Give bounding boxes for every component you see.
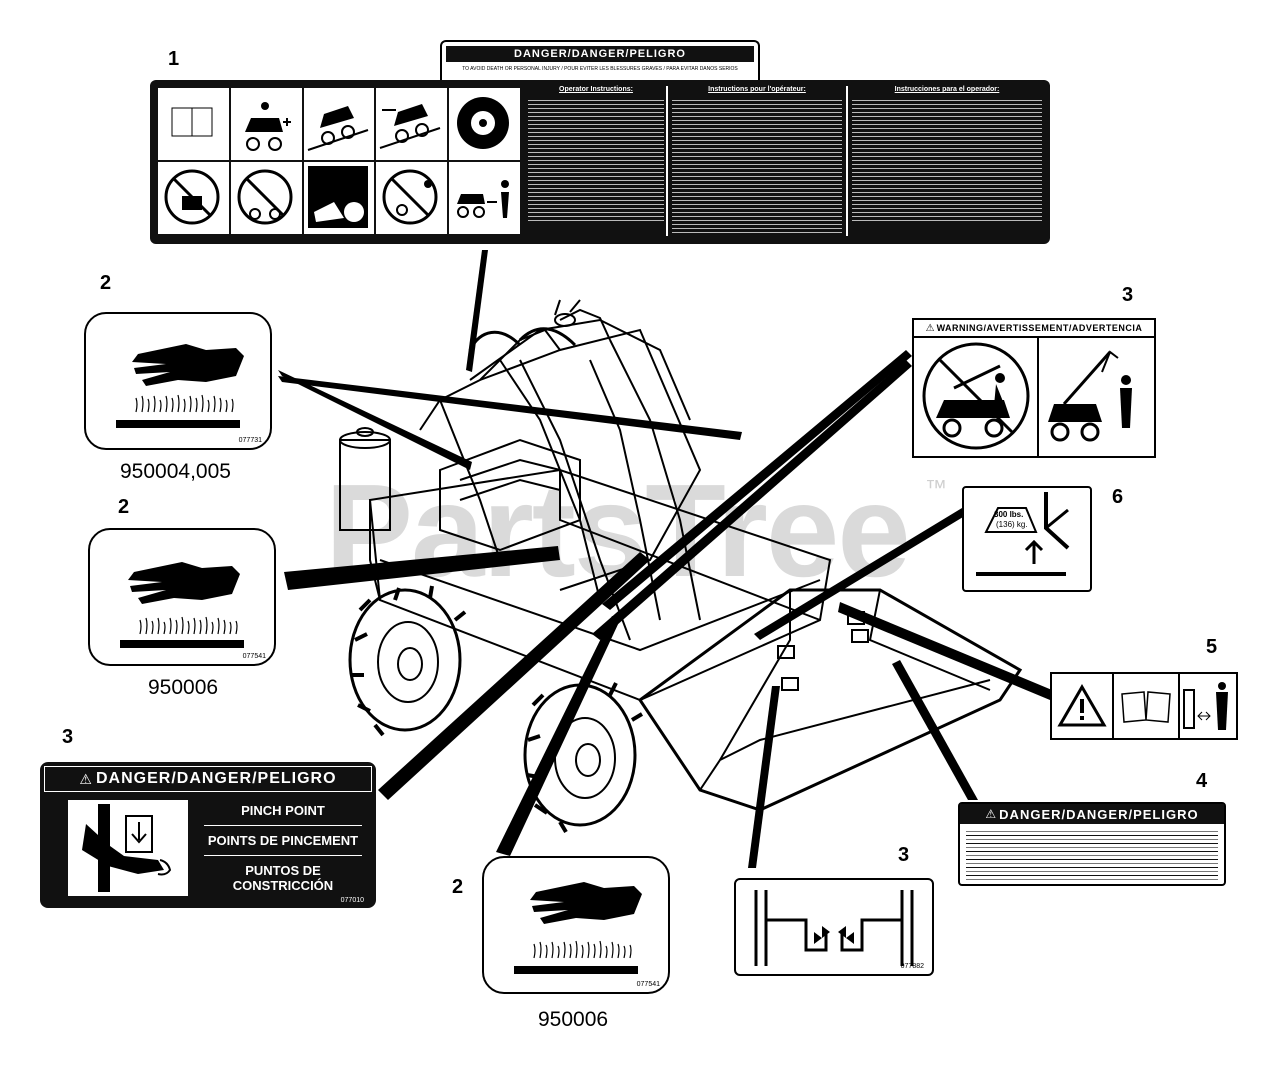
operator-on-machine-icon [230, 88, 302, 160]
decal-4-header: ⚠ DANGER/DANGER/PELIGRO [960, 804, 1224, 824]
hand-icon [116, 344, 244, 428]
decal-1-operator-instructions: Operator Instructions: Instructions pour… [150, 80, 1050, 244]
decal-3-line-1: PINCH POINT [241, 803, 325, 819]
decal-1-column-fr: Instructions pour l'opérateur: [672, 86, 842, 236]
decal-3-header-text: DANGER/DANGER/PELIGRO [95, 770, 337, 787]
decal-1-column-es-body [852, 97, 1042, 223]
no-bucket-riding-icon [230, 162, 302, 234]
decal-1-header-tab: DANGER/DANGER/PELIGRO TO AVOID DEATH OR … [440, 40, 760, 82]
decal-1-column-en-body [528, 97, 664, 223]
pinch-hand-icon [82, 804, 172, 892]
no-riders-icon [158, 162, 229, 234]
decal-3-line-2: POINTS DE PINCEMENT [207, 832, 359, 848]
callout-2-top: 2 [100, 272, 112, 294]
decal-3-warning-header: ⚠ WARNING/AVERTISSEMENT/ADVERTENCIA [914, 320, 1154, 338]
crush-zone-icon [754, 890, 914, 966]
decal-4-body [966, 828, 1218, 880]
safe-distance-icon [1183, 682, 1228, 730]
decal-1-column-es: Instrucciones para el operador: [852, 86, 1042, 236]
safe-distance-icon [449, 162, 520, 234]
wheel-icon [449, 88, 520, 160]
decal-3-header: ⚠ DANGER/DANGER/PELIGRO [44, 766, 372, 792]
hand-icon [120, 562, 244, 648]
slope-direction-icon [376, 88, 448, 160]
decal-2-hot-surface-bottom: 077541 [482, 856, 670, 994]
callout-2-mid: 2 [118, 496, 130, 518]
manual-icon [1121, 691, 1171, 723]
watermark-tm: ™ [925, 475, 947, 500]
manual-icon [158, 88, 229, 160]
decal-1-divider-2 [846, 86, 848, 236]
decal-5-triangle-cell [1052, 674, 1114, 738]
warning-triangle-icon [1057, 684, 1107, 727]
decal-5-warning [1050, 672, 1238, 740]
decal-1-column-fr-body [672, 97, 842, 235]
hand-icon [514, 882, 642, 974]
decal-6-weight-kg: (136) kg. [996, 520, 1028, 529]
decal-1-pictograms [156, 86, 522, 236]
decal-3-bucket-crush: 077882 [734, 878, 934, 976]
decal-2-hot-surface-top: 077731 [84, 312, 272, 450]
warning-triangle-icon: ⚠ [79, 770, 92, 787]
warning-triangle-icon: ⚠ [925, 322, 935, 334]
callout-1: 1 [168, 48, 180, 70]
pinch-hand-icon-box [68, 800, 188, 896]
callout-3-bucket: 3 [898, 844, 910, 866]
decal-bucket-code: 077882 [900, 963, 924, 970]
decal-1-column-es-title: Instrucciones para el operador: [894, 86, 1000, 93]
callout-5: 5 [1206, 636, 1218, 658]
callout-3-left: 3 [62, 726, 74, 748]
callout-3-right: 3 [1122, 284, 1134, 306]
decal-6-weight-lbs: 300 lbs. [994, 510, 1024, 519]
crush-foot-icon [303, 162, 375, 234]
part-number-hot-mid: 950006 [148, 676, 219, 699]
decal-1-divider-1 [666, 86, 668, 236]
decal-3-code: 077010 [340, 897, 364, 904]
slope-operation-icon [303, 88, 375, 160]
decal-4-danger: ⚠ DANGER/DANGER/PELIGRO [958, 802, 1226, 886]
decal-5-manual-cell [1114, 674, 1180, 738]
callout-4: 4 [1196, 770, 1208, 792]
decal-3-warning-header-text: WARNING/AVERTISSEMENT/ADVERTENCIA [936, 323, 1143, 333]
decal-4-header-text: DANGER/DANGER/PELIGRO [999, 806, 1199, 822]
decal-3-pinch-point: ⚠ DANGER/DANGER/PELIGRO PINCH POINT POIN… [40, 762, 376, 908]
decal-2-hot-surface-mid: 077541 [88, 528, 276, 666]
no-lift-under-bucket-icon [922, 338, 1132, 458]
decal-3-warning: ⚠ WARNING/AVERTISSEMENT/ADVERTENCIA [912, 318, 1156, 458]
decal-1-column-en: Operator Instructions: [528, 86, 664, 236]
decal-6-load-capacity: 300 lbs. (136) kg. [962, 486, 1092, 592]
callout-2-bottom: 2 [452, 876, 464, 898]
decal-2-code-mid: 077541 [242, 653, 266, 660]
decal-2-code-top: 077731 [238, 437, 262, 444]
no-bystanders-icon [376, 162, 448, 234]
part-number-hot-top: 950004,005 [120, 460, 231, 483]
decal-1-header-text: DANGER/DANGER/PELIGRO [514, 48, 686, 60]
callout-6: 6 [1112, 486, 1124, 508]
decal-1-column-fr-title: Instructions pour l'opérateur: [708, 86, 806, 93]
decal-2-code-bottom: 077541 [636, 981, 660, 988]
part-number-hot-bottom: 950006 [538, 1008, 609, 1031]
decal-1-subheader: TO AVOID DEATH OR PERSONAL INJURY / POUR… [462, 66, 738, 72]
load-capacity-icon [976, 492, 1070, 576]
decal-3-line-3: PUNTOS DE CONSTRICCIÓN [232, 862, 334, 893]
decal-1-column-en-title: Operator Instructions: [559, 86, 633, 93]
decal-5-distance-cell [1180, 674, 1236, 738]
decal-1-header-bar: DANGER/DANGER/PELIGRO [446, 46, 754, 62]
warning-triangle-icon: ⚠ [985, 807, 997, 821]
